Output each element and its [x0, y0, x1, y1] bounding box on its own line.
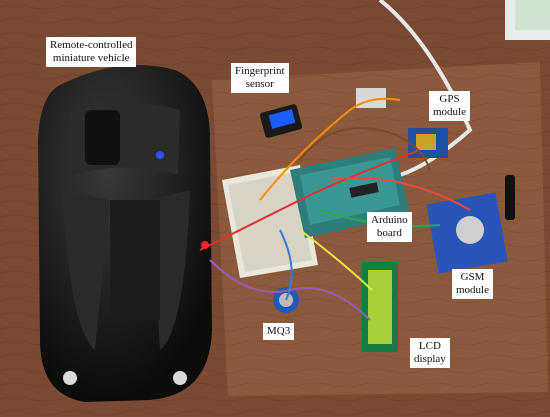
label-fingerprint-sensor: Fingerprint sensor: [231, 63, 289, 93]
label-arduino-board: Arduino board: [367, 212, 412, 242]
rc-vehicle: [38, 65, 212, 402]
jumper-wires: [199, 97, 471, 321]
lcd-display: [362, 262, 398, 352]
gsm-module: [426, 175, 515, 274]
breadboard: [222, 165, 318, 278]
label-gsm-module: GSM module: [452, 269, 493, 299]
usb-cable: [378, 0, 473, 177]
label-gps-module: GPS module: [429, 91, 470, 121]
label-mq3: MQ3: [263, 323, 295, 340]
gps-module: [408, 128, 448, 158]
label-lcd-display: LCD display: [410, 338, 450, 368]
label-vehicle: Remote-controlled miniature vehicle: [46, 37, 137, 67]
